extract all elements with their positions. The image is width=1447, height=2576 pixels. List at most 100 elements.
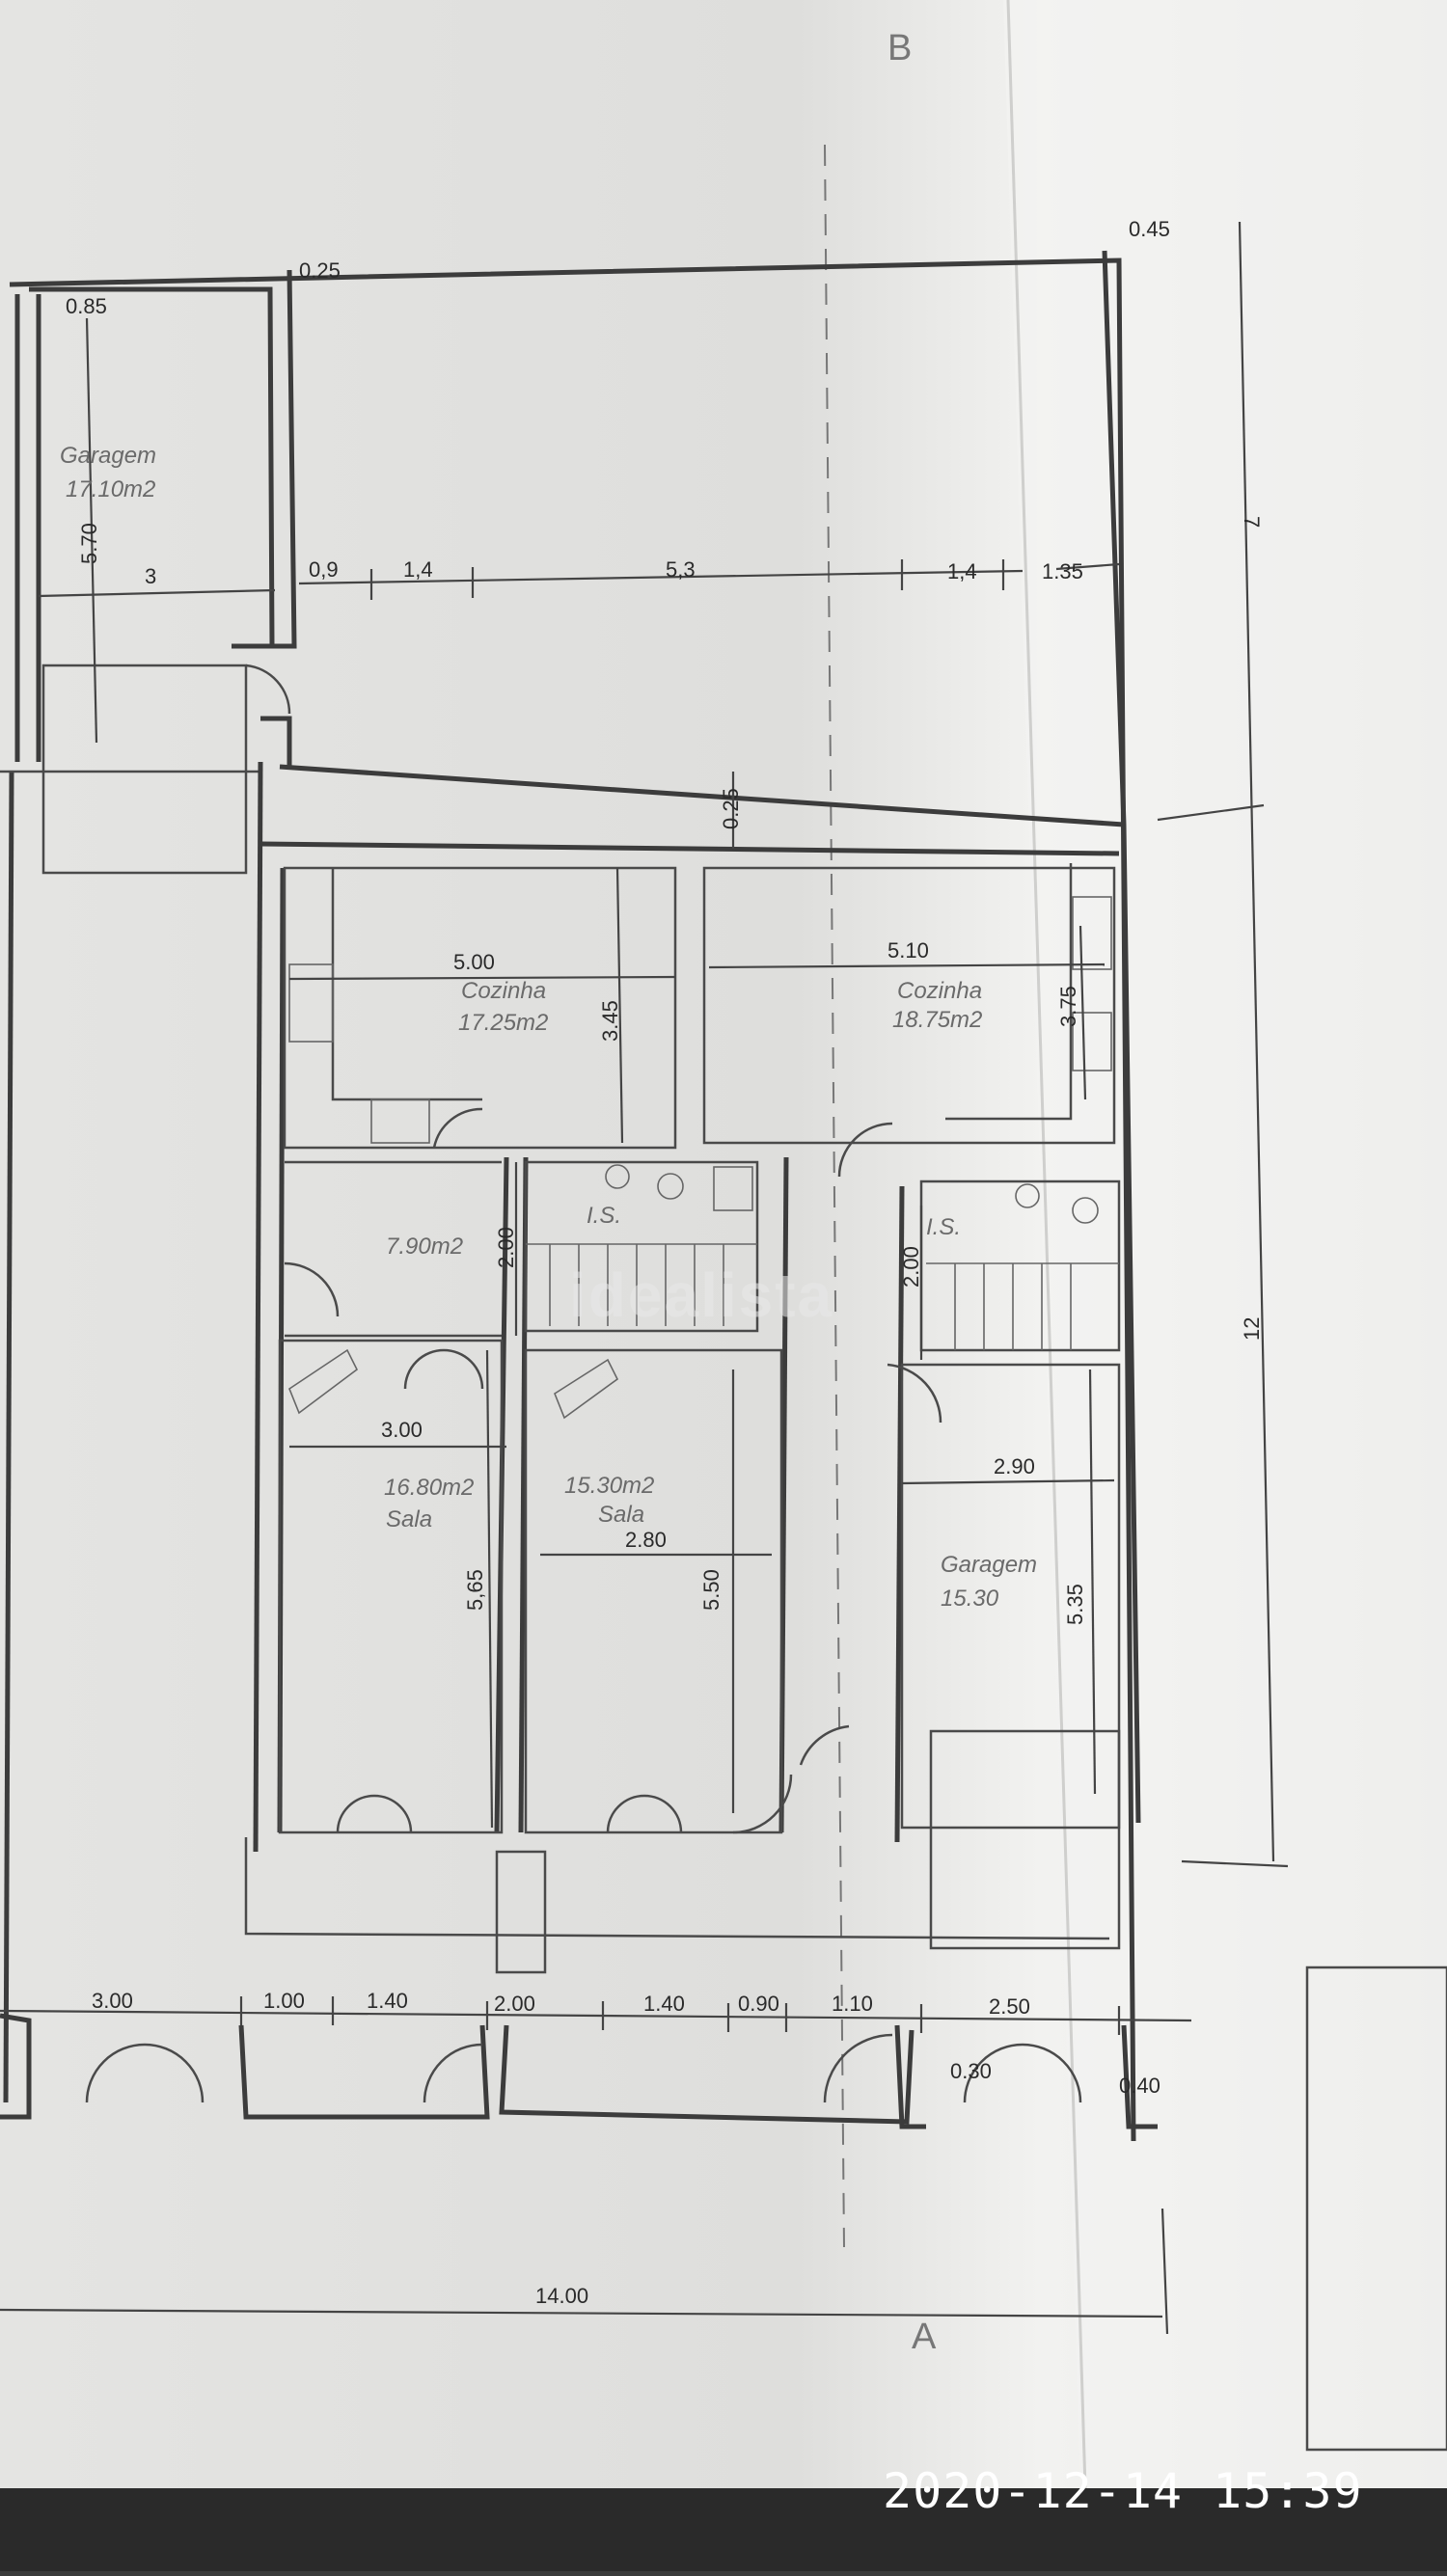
- dim-seg-e: 1.35: [1042, 559, 1083, 583]
- outer-wall-left: [3, 771, 14, 2103]
- living-right-stair-symbol: [554, 1358, 619, 1420]
- room-living-left-area: 16.80m2: [384, 1475, 474, 1501]
- axis-label-top: B: [887, 28, 912, 68]
- room-living-right-area: 15.30m2: [564, 1473, 654, 1499]
- axis-label-bottom: A: [912, 2317, 937, 2357]
- dim-living-right-w: 2.80: [625, 1528, 667, 1552]
- garage-right-door-swing: [887, 1363, 942, 1424]
- dim-kitchen-left-d: 3.45: [598, 1000, 622, 1042]
- room-kitchen-left-name: Cozinha: [461, 978, 546, 1004]
- front-door-4: [963, 2043, 1082, 2103]
- dim-kitchen-right-w: 5.10: [887, 938, 929, 963]
- dim-living-right-d: 5.50: [699, 1569, 724, 1611]
- kitchen-right-door-swing: [837, 1122, 893, 1178]
- front-door-3: [823, 2033, 893, 2103]
- dim-garage-depth-line: [85, 317, 98, 744]
- dim-bottom-5: 1.40: [643, 1992, 685, 2016]
- kitchen-left-counter: [331, 868, 482, 1101]
- dim-seg-a: 0,9: [309, 557, 339, 582]
- front-door-2: [423, 2043, 483, 2103]
- garage-left-walls: [29, 286, 275, 647]
- room-kitchen-left-area: 17.25m2: [458, 1010, 548, 1036]
- dim-bottom-7: 1.10: [832, 1992, 873, 2016]
- dim-bottom-9: 0.30: [950, 2059, 992, 2083]
- corridor-door-swing-2: [799, 1724, 850, 1766]
- dim-top-left-wall: 0.85: [66, 294, 107, 318]
- dim-kitchen-right-d-line: [1078, 925, 1087, 1100]
- room-bath-right-name: I.S.: [926, 1214, 961, 1240]
- dim-seg-c: 5,3: [666, 557, 696, 582]
- front-wall-segment-3: [894, 2024, 926, 2129]
- living-left-outline: [278, 1339, 504, 1834]
- garage-left-door-swing: [245, 664, 291, 715]
- kitchen-left-stove: [370, 1098, 430, 1144]
- dim-hall-h2: 2.00: [899, 1246, 923, 1288]
- room-kitchen-right-area: 18.75m2: [892, 1007, 982, 1033]
- dim-top-wall-b: 0.45: [1129, 217, 1170, 241]
- room-garage-right-name: Garagem: [941, 1552, 1037, 1578]
- dim-kitchen-left-w-line: [288, 975, 676, 981]
- room-living-left-name: Sala: [386, 1506, 432, 1532]
- title-block-outline: [1305, 1966, 1447, 2452]
- dim-living-left-d-line: [485, 1349, 494, 1829]
- dim-bottom-8: 2.50: [989, 1994, 1030, 2019]
- bath-left-toilet: [657, 1173, 684, 1200]
- dim-garage-right-w: 2.90: [994, 1454, 1035, 1478]
- dim-kitchen-left-w: 5.00: [453, 950, 495, 974]
- hall-double-door: [403, 1348, 484, 1390]
- dim-bottom-2: 1.00: [263, 1989, 305, 2013]
- dim-living-left-w: 3.00: [381, 1418, 423, 1442]
- dim-top-right-line: [1055, 562, 1120, 571]
- garage-left-door-panel: [41, 664, 248, 875]
- kitchen-right-outline: [702, 866, 1116, 1145]
- dim-living-left-d: 5,65: [463, 1569, 487, 1611]
- dim-garage-right-w-line: [901, 1478, 1115, 1485]
- section-axis-line: [824, 144, 845, 2248]
- bath-left-basin: [605, 1164, 630, 1189]
- dim-garage-depth: 5.70: [77, 523, 101, 564]
- bath-left-shower: [713, 1166, 753, 1211]
- dim-top-chain-ticks: [369, 559, 1005, 600]
- dim-kitchen-right-w-line: [708, 963, 1106, 969]
- front-door-1: [85, 2043, 205, 2103]
- dim-seg-b: 1,4: [403, 557, 433, 582]
- hall-door-swing: [284, 1261, 340, 1317]
- dim-bottom-10: 0.40: [1119, 2074, 1160, 2098]
- stairs-right: [926, 1262, 1119, 1350]
- dim-right-vertical: [1238, 221, 1275, 1862]
- hall-outline: [285, 1160, 502, 1338]
- front-wall-segment-2: [499, 2024, 915, 2125]
- dim-mid-wall: 0.25: [719, 788, 743, 829]
- kitchen-right-stove: [1072, 1012, 1112, 1071]
- wall-corridor-right: [894, 1185, 905, 1843]
- mid-band-wall: [279, 764, 1125, 827]
- living-left-stair-symbol: [288, 1348, 359, 1415]
- room-bath-left-name: I.S.: [587, 1203, 621, 1229]
- garage-right-outline: [900, 1363, 1121, 1830]
- living-right-outline: [524, 1348, 783, 1834]
- room-hall-area: 7.90m2: [386, 1234, 463, 1260]
- dim-right-top: 7: [1240, 516, 1264, 528]
- dim-total-width: 14.00: [535, 2284, 588, 2308]
- garage-left-side-wall: [232, 269, 297, 649]
- kitchen-left-outline: [283, 866, 677, 1150]
- dim-bottom-chain-ticks: [239, 1996, 1121, 2035]
- dim-top-wall-a: 0.25: [299, 258, 341, 283]
- photo-timestamp: 2020-12-14 15:39: [883, 2463, 1363, 2519]
- stairs-left: [526, 1243, 757, 1326]
- room-garage-left-area: 17.10m2: [66, 476, 155, 502]
- corridor-door-swing: [732, 1774, 793, 1834]
- bath-left-outline: [524, 1160, 759, 1333]
- front-wall-left-end: [0, 2013, 32, 2120]
- terrace-outline: [244, 1837, 1110, 1940]
- bath-right-basin: [1015, 1183, 1040, 1208]
- wall-left-house: [253, 761, 263, 1853]
- dim-garage-width: 3: [145, 564, 156, 588]
- dim-right-tick-1: [1157, 803, 1265, 822]
- chimney-shaft: [495, 1850, 547, 1974]
- room-living-right-name: Sala: [598, 1502, 644, 1528]
- living-right-doors: [606, 1794, 683, 1833]
- front-wall-segment-1: [238, 2024, 490, 2120]
